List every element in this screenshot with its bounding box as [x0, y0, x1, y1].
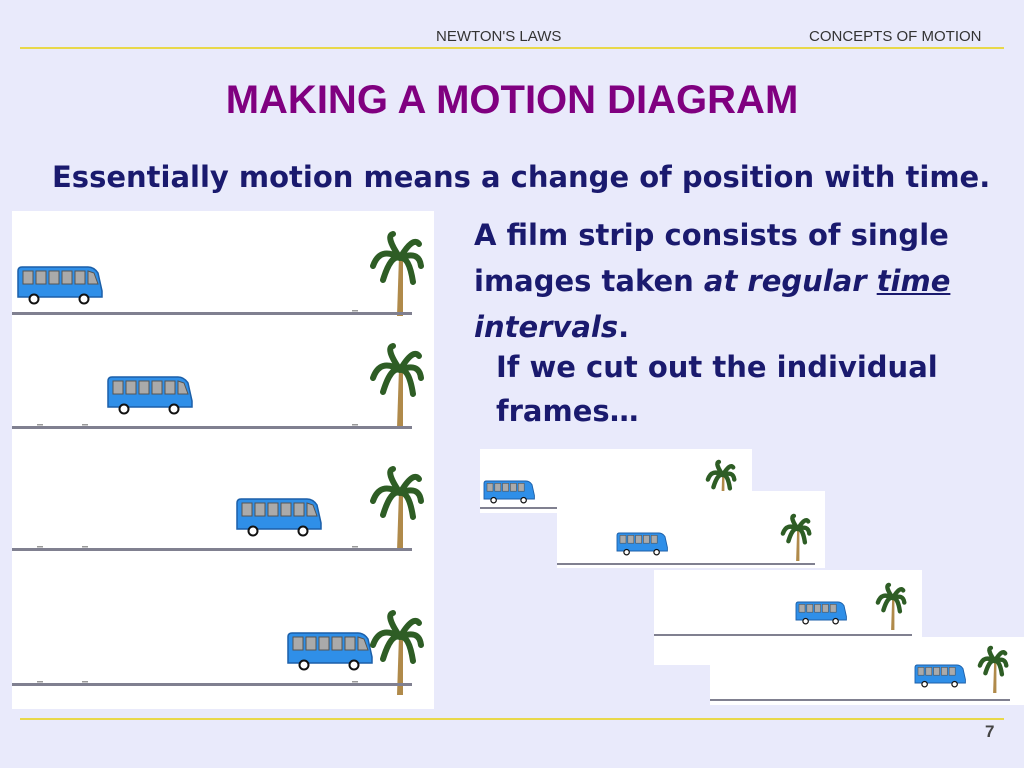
film-strip — [12, 211, 434, 709]
cut-frame-2 — [557, 491, 825, 568]
page-number: 7 — [985, 722, 995, 741]
bus-icon — [287, 632, 373, 671]
bus-icon — [795, 601, 847, 625]
slide-subtitle: Essentially motion means a change of pos… — [52, 160, 991, 194]
palm-tree-icon — [370, 466, 424, 551]
cut-frames-text: If we cut out the individual frames… — [496, 350, 938, 428]
bus-icon — [107, 376, 193, 415]
bus-icon — [616, 532, 668, 556]
header-right: CONCEPTS OF MOTION — [809, 28, 982, 45]
bottom-rule — [20, 718, 1004, 720]
bus-icon — [483, 480, 535, 504]
palm-tree-icon — [370, 610, 424, 695]
film-frame-3 — [12, 466, 424, 551]
film-frame-4 — [12, 610, 424, 695]
cut-frame-4 — [710, 637, 1024, 705]
bus-icon — [17, 266, 103, 305]
header-left: NEWTON'S LAWS — [436, 28, 562, 45]
bus-icon — [236, 498, 322, 537]
top-rule — [20, 47, 1004, 49]
bus-icon — [914, 664, 966, 688]
slide-title: MAKING A MOTION DIAGRAM — [225, 78, 799, 122]
palm-tree-icon — [780, 513, 812, 561]
palm-tree-icon — [875, 582, 907, 630]
palm-tree-icon — [977, 645, 1009, 693]
palm-tree-icon — [370, 343, 424, 428]
film-frame-2 — [12, 343, 424, 429]
film-frame-1 — [12, 231, 424, 316]
palm-tree-icon — [370, 231, 424, 316]
film-strip-description: A film strip consists of single images t… — [474, 218, 951, 344]
